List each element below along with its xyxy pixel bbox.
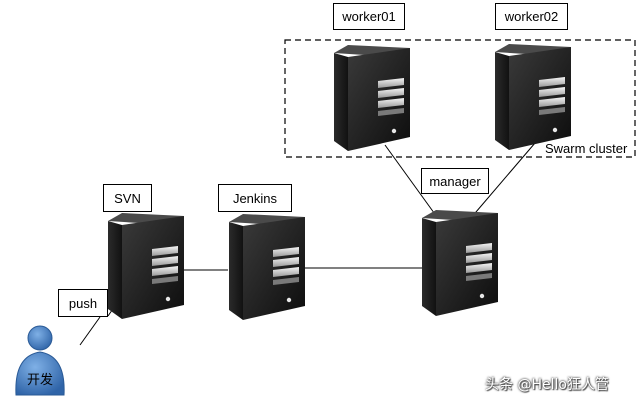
manager-label: manager: [421, 168, 489, 194]
worker01-label: worker01: [333, 3, 405, 30]
swarm-cluster-boundary: [284, 39, 636, 158]
worker02-server-icon: [495, 44, 571, 150]
developer-label: 开发: [27, 373, 54, 388]
edge-developer-push: [79, 316, 101, 346]
worker02-label: worker02: [495, 3, 568, 30]
worker01-server-icon: [334, 45, 410, 151]
jenkins-server-icon: [229, 214, 305, 320]
developer-person-icon: [15, 325, 65, 396]
svn-server-icon: [108, 213, 184, 319]
svn-label: SVN: [103, 184, 152, 212]
push-label: push: [58, 289, 108, 317]
watermark-text: 头条 @Hello狂人管: [485, 377, 609, 393]
edge-worker01-manager: [384, 144, 438, 218]
edge-worker02-manager: [469, 142, 536, 220]
jenkins-label: Jenkins: [218, 184, 292, 212]
swarm-cluster-label: Swarm cluster: [545, 141, 628, 156]
manager-server-icon: [422, 210, 498, 316]
